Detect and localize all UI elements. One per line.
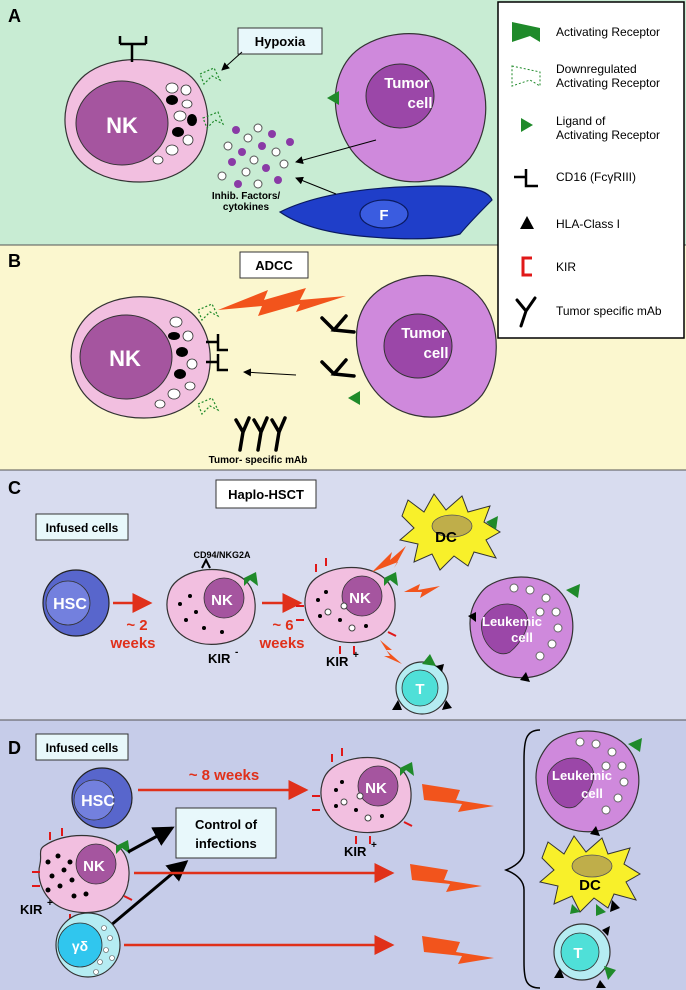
kir-plus-label-d2: KIR xyxy=(20,902,43,917)
tumor-label-a: Tumor xyxy=(384,75,430,92)
kir-icon xyxy=(521,256,532,277)
inhib-factors-label-2: cytokines xyxy=(223,202,270,213)
hsc-label-d: HSC xyxy=(81,793,115,810)
downregulated-receptor-icon xyxy=(511,65,541,87)
gd-label: γδ xyxy=(72,938,88,954)
nk-kir-minus: NK xyxy=(166,557,258,645)
control-infections-label-2: infections xyxy=(195,836,256,851)
cd94-label: CD94/NKG2A xyxy=(193,550,251,560)
kir-plus-sup-c: + xyxy=(353,650,359,661)
panel-a: A Hypoxia NK xyxy=(8,6,493,240)
panel-c: C Haplo-HSCT Infused cells HSC ~ 2 weeks… xyxy=(8,478,580,715)
legend-label-activating: Activating Receptor xyxy=(556,25,660,39)
legend-label-ligand-2: Activating Receptor xyxy=(556,128,660,142)
nk-label-c2: NK xyxy=(349,590,371,607)
nk-label-a: NK xyxy=(106,113,138,138)
legend-label-downregulated-2: Activating Receptor xyxy=(556,76,660,90)
nk-label-d1: NK xyxy=(365,780,387,797)
leukemic-label-c-2: cell xyxy=(511,630,533,645)
fibroblast-label: F xyxy=(379,207,388,224)
panel-b: B ADCC NK Tumor xyxy=(8,251,497,466)
leukemic-label-d-2: cell xyxy=(581,786,603,801)
legend-label-cd16: CD16 (FcγRIII) xyxy=(556,170,636,184)
dc-label-c: DC xyxy=(435,529,457,546)
weeks-label-d: ~ 8 weeks xyxy=(189,767,259,784)
kir-plus-label-d1: KIR xyxy=(344,844,367,859)
ligand-icon xyxy=(521,118,533,132)
legend: Activating Receptor Downregulated Activa… xyxy=(497,1,685,339)
mab-label-b: Tumor- specific mAb xyxy=(209,455,308,466)
legend-label-downregulated: Downregulated xyxy=(556,62,637,76)
infused-cells-label-d: Infused cells xyxy=(46,741,119,755)
inhibitory-factors xyxy=(217,123,294,189)
tumor-label-b: Tumor xyxy=(401,325,447,342)
leukemic-cell-d: Leukemic cell xyxy=(535,730,642,836)
arrow-c1-label: ~ 2 xyxy=(126,617,147,634)
target-brace xyxy=(503,729,541,989)
arrow-c2-label-2: weeks xyxy=(258,635,304,652)
kir-minus-label: KIR xyxy=(208,651,231,666)
panel-d-letter: D xyxy=(8,738,21,758)
arrow-c2-label: ~ 6 xyxy=(272,617,293,634)
dc-cell-c: DC xyxy=(398,493,501,571)
tumor-label-a-2: cell xyxy=(407,95,432,112)
arrow-c1-label-2: weeks xyxy=(109,635,155,652)
tumor-cell-a: Tumor cell xyxy=(327,33,487,183)
panel-b-letter: B xyxy=(8,251,21,271)
nk-label-b: NK xyxy=(109,346,141,371)
gamma-delta-t-cell: γδ xyxy=(55,912,121,978)
legend-label-ligand: Ligand of xyxy=(556,114,606,128)
adcc-label: ADCC xyxy=(255,258,293,273)
nk-kir-plus-d-left: NK xyxy=(32,828,133,924)
mab-icon xyxy=(515,296,537,328)
cd16-icon xyxy=(514,169,538,188)
nk-cell-b: NK xyxy=(70,296,211,419)
tumor-label-b-2: cell xyxy=(423,345,448,362)
dc-cell-d: DC xyxy=(538,835,641,916)
tumor-cell-b: Tumor cell xyxy=(348,275,497,418)
hla-class-i-icon xyxy=(520,216,534,229)
nk-label-c1: NK xyxy=(211,592,233,609)
t-label-d: T xyxy=(573,945,582,962)
kir-minus-sup: - xyxy=(235,647,238,658)
kir-plus-label-c: KIR xyxy=(326,654,349,669)
hsc-cell-d: HSC xyxy=(71,767,133,829)
haplo-hsct-title: Haplo-HSCT xyxy=(228,487,304,502)
free-mab xyxy=(234,416,287,452)
leukemic-cell-c: Leukemic cell xyxy=(468,576,580,682)
t-label-c: T xyxy=(415,681,424,698)
kir-plus-sup-d2: + xyxy=(47,898,53,909)
dc-label-d: DC xyxy=(579,877,601,894)
leukemic-label-c: Leukemic xyxy=(482,614,542,629)
nk-cell-a: NK xyxy=(64,59,209,183)
legend-label-hla: HLA-Class I xyxy=(556,217,620,231)
legend-label-mab: Tumor specific mAb xyxy=(556,304,662,318)
panel-d: D Infused cells HSC ~ 8 weeks NK KIR + xyxy=(8,729,642,989)
t-cell-c: T xyxy=(392,654,452,715)
hsc-label-c: HSC xyxy=(53,596,87,613)
panel-a-letter: A xyxy=(8,6,21,26)
nk-label-d2: NK xyxy=(83,858,105,875)
infused-cells-label-c: Infused cells xyxy=(46,521,119,535)
legend-label-kir: KIR xyxy=(556,260,576,274)
nk-kir-plus-c: NK xyxy=(296,558,398,654)
panel-c-letter: C xyxy=(8,478,21,498)
hypoxia-label: Hypoxia xyxy=(255,34,306,49)
t-cell-d: T xyxy=(553,923,616,988)
hsc-cell-c: HSC xyxy=(42,569,110,637)
cytotoxicity-bolt-b xyxy=(218,288,346,316)
fibroblast: F xyxy=(278,185,493,240)
leukemic-label-d: Leukemic xyxy=(552,768,612,783)
activating-receptor-icon xyxy=(512,22,540,42)
inhib-factors-label: Inhib. Factors/ xyxy=(212,191,281,202)
kir-plus-sup-d1: + xyxy=(371,840,377,851)
control-infections-label: Control of xyxy=(195,817,258,832)
nk-kir-plus-d-top: NK xyxy=(312,748,414,844)
